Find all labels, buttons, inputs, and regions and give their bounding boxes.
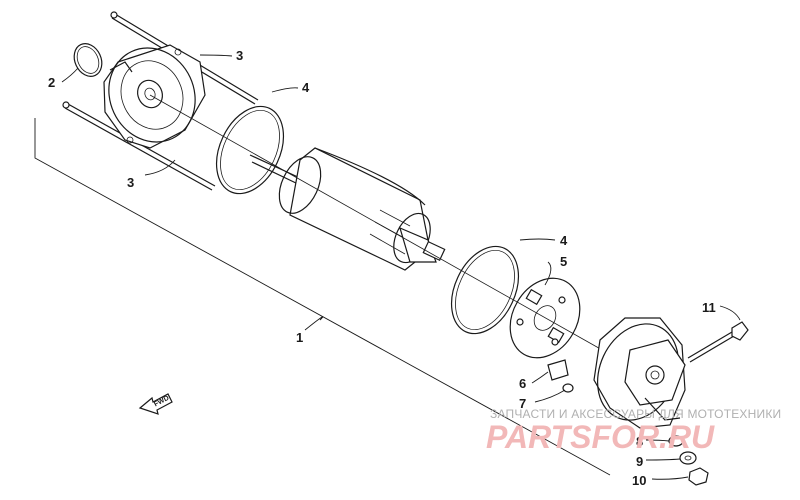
callout-9: 9 [636, 454, 643, 469]
callout-labels: 2 3 3 4 4 5 1 6 7 11 8 9 10 [48, 48, 716, 488]
callout-3-upper: 3 [236, 48, 243, 63]
watermark-tagline: ЗАПЧАСТИ И АКСЕССУАРЫ ДЛЯ МОТОТЕХНИКИ [490, 407, 781, 421]
callout-4-upper: 4 [302, 80, 310, 95]
callout-10: 10 [632, 473, 646, 488]
callout-3-lower: 3 [127, 175, 134, 190]
front-cover [103, 44, 206, 149]
watermark: ЗАПЧАСТИ И АКСЕССУАРЫ ДЛЯ МОТОТЕХНИКИ PA… [486, 407, 781, 455]
callout-2: 2 [48, 75, 55, 90]
o-ring-large-rear [450, 245, 520, 335]
assembly-axis [149, 94, 621, 361]
callout-1: 1 [296, 330, 303, 345]
callout-5: 5 [560, 254, 567, 269]
o-ring-small [73, 43, 103, 77]
o-ring-large-front [215, 105, 285, 195]
callout-7: 7 [519, 396, 526, 411]
mounting-bolt [687, 321, 749, 363]
callout-6: 6 [519, 376, 526, 391]
watermark-logo: PARTSFOR.RU [486, 419, 715, 455]
callout-4-lower: 4 [560, 233, 568, 248]
motor-yoke [249, 147, 446, 271]
flat-washer [679, 451, 697, 465]
hex-nut [688, 467, 709, 486]
washer-small [562, 383, 574, 393]
leader-lines [61, 54, 741, 480]
fwd-arrow: FWD [138, 393, 173, 415]
callout-8: 8 [636, 434, 643, 449]
assembly-bracket [34, 118, 611, 476]
callout-11: 11 [702, 300, 716, 315]
terminal-clip [547, 359, 569, 381]
rear-cover [593, 317, 686, 429]
